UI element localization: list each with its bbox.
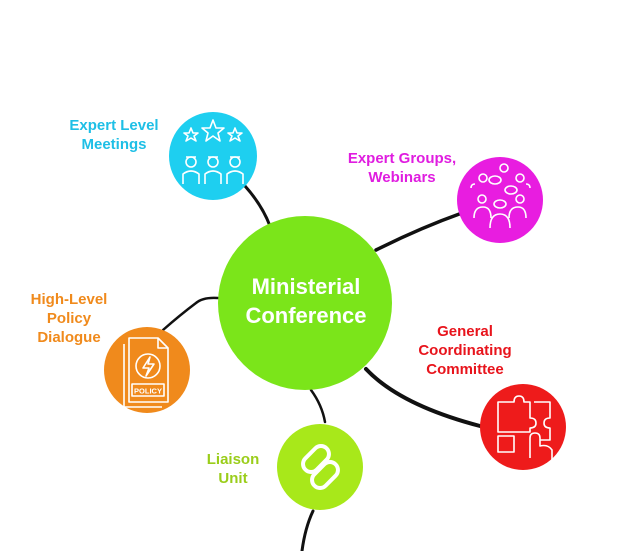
connector-general (364, 367, 482, 428)
center-label: Ministerial Conference (245, 274, 367, 328)
node-expert-groups-webinars (457, 157, 543, 243)
group-discussion-icon (470, 163, 531, 229)
node-general-coordinating-committee (480, 384, 566, 470)
node-circle (480, 384, 566, 470)
node-expert-level-meetings (169, 112, 257, 200)
node-liaison-unit (277, 424, 363, 510)
connector-liaison (309, 388, 327, 424)
connector-high-level (161, 296, 220, 332)
label-expert-groups-webinars: Expert Groups, Webinars (347, 150, 457, 186)
connector-liaison-down (300, 509, 315, 551)
node-high-level-policy-dialogue: POLICY (104, 327, 190, 413)
policy-icon-text: POLICY (134, 387, 162, 396)
puzzle-hand-icon (497, 395, 553, 462)
label-high-level-policy-dialogue: High-Level Policy Dialogue (30, 291, 108, 346)
chain-link-icon (301, 444, 340, 490)
connector-expert-level (243, 184, 272, 228)
label-liaison-unit: Liaison Unit (206, 451, 260, 487)
meeting-people-stars-icon (182, 119, 244, 184)
label-expert-level-meetings: Expert Level Meetings (69, 117, 159, 153)
connector-expert-groups (374, 211, 464, 252)
node-circle (169, 112, 257, 200)
policy-document-icon (123, 337, 169, 408)
connectors (161, 184, 482, 551)
center-node (218, 216, 392, 390)
label-general-coordinating-committee: General Coordinating Committee (418, 323, 512, 378)
